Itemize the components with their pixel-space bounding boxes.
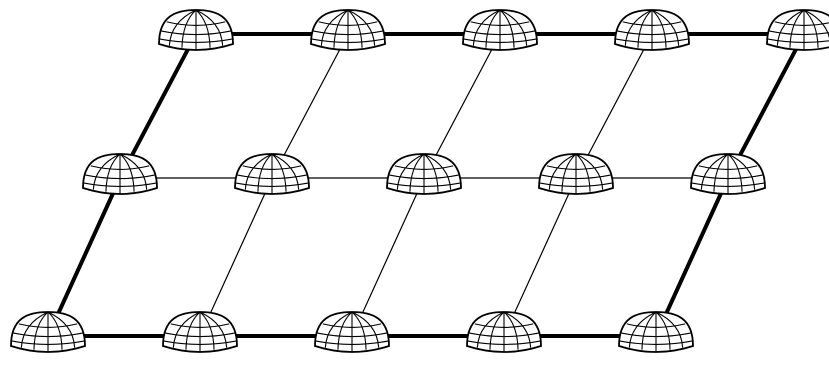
hemisphere-globe-icon: [159, 10, 233, 50]
hemisphere-globe-icon: [11, 312, 85, 352]
hemisphere-globe-icon: [463, 10, 537, 50]
hemisphere-globe-icon: [235, 154, 309, 194]
hemisphere-globe-icon: [767, 10, 829, 50]
hemisphere-globe-icon: [163, 312, 237, 352]
hemisphere-globe-icon: [311, 10, 385, 50]
hemisphere-globe-icon: [467, 312, 541, 352]
hemisphere-globe-icon: [539, 154, 613, 194]
hemisphere-globe-icon: [615, 10, 689, 50]
hemisphere-globe-icon: [83, 154, 157, 194]
hemisphere-globe-icon: [315, 312, 389, 352]
hemisphere-globe-icon: [619, 312, 693, 352]
hemisphere-globe-icon: [387, 154, 461, 194]
hemisphere-globe-icon: [691, 154, 765, 194]
lattice-nodes: [11, 10, 829, 352]
